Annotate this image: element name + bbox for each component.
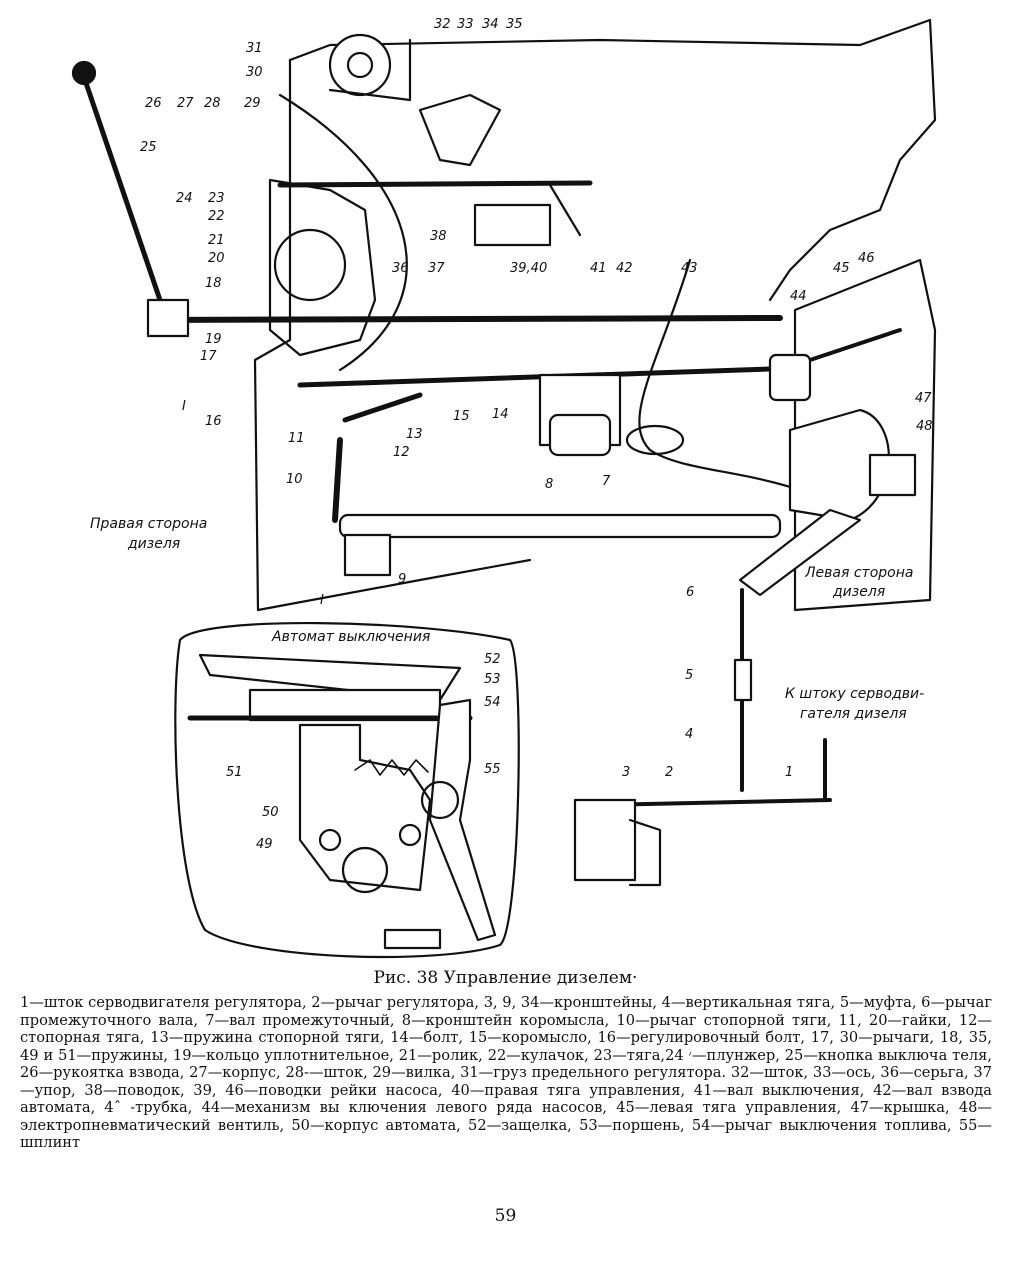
callout-11: 11 bbox=[288, 431, 305, 446]
servo-label-line2: гателя дизеля bbox=[800, 706, 907, 722]
right-side-label-line2: дизеля bbox=[127, 536, 180, 552]
engine-casing-right bbox=[253, 58, 292, 612]
figure-legend: 1—шток серводвигателя регулятора, 2—рыча… bbox=[20, 994, 992, 1151]
overspeed-weight bbox=[328, 33, 392, 97]
callout-35: 35 bbox=[506, 17, 523, 32]
callout-3: 3 bbox=[622, 765, 630, 780]
callout-30: 30 bbox=[246, 65, 263, 80]
callout-50: 50 bbox=[262, 805, 279, 820]
inset-outline bbox=[174, 621, 520, 959]
callout-17: 17 bbox=[200, 349, 217, 364]
callout-2: 2 bbox=[665, 765, 673, 780]
reset-shaft bbox=[147, 315, 783, 323]
callout-4: 4 bbox=[685, 727, 693, 742]
callout-39-40: 39,40 bbox=[510, 261, 547, 276]
callout-8: 8 bbox=[545, 477, 553, 492]
callout-46: 46 bbox=[858, 251, 875, 266]
inset-title: Автомат выключения bbox=[271, 629, 430, 645]
bracket-34 bbox=[418, 93, 502, 167]
callout-36: 36 bbox=[392, 261, 409, 276]
left-side-label-line2: дизеля bbox=[832, 584, 885, 600]
callout-32: 32 bbox=[434, 17, 451, 32]
callout-7: 7 bbox=[602, 474, 611, 489]
callout-41: 41 bbox=[590, 261, 607, 276]
spring-49 bbox=[354, 759, 429, 776]
callout-19: 19 bbox=[205, 332, 222, 347]
callout-12: 12 bbox=[393, 445, 410, 460]
callout-47: 47 bbox=[915, 391, 932, 406]
stop-rod bbox=[342, 392, 423, 423]
intermediate-lever bbox=[738, 508, 862, 597]
callout-31: 31 bbox=[246, 41, 263, 56]
callout-33: 33 bbox=[457, 17, 474, 32]
callout-48: 48 bbox=[916, 419, 933, 434]
mechanism-housing bbox=[268, 178, 377, 357]
callout-42: 42 bbox=[616, 261, 633, 276]
regulator-lever bbox=[598, 798, 832, 807]
callout-27: 27 bbox=[177, 96, 194, 111]
callout-38: 38 bbox=[430, 229, 447, 244]
callout-22: 22 bbox=[208, 209, 225, 224]
callout-23: 23 bbox=[208, 191, 225, 206]
right-side-label-line1: Правая сторона bbox=[90, 516, 207, 532]
diesel-control-diagram: 1 2 3 4 5 6 7 8 9 10 11 12 13 14 15 16 1… bbox=[71, 17, 937, 959]
callout-43: 43 bbox=[681, 261, 698, 276]
callout-section-I-lower: I bbox=[320, 593, 324, 608]
callout-54: 54 bbox=[484, 695, 501, 710]
callout-24: 24 bbox=[176, 191, 193, 206]
callout-20: 20 bbox=[208, 251, 225, 266]
shutdown-shaft bbox=[277, 180, 593, 188]
callout-section-I-upper: I bbox=[182, 399, 186, 414]
callout-29: 29 bbox=[244, 96, 261, 111]
callout-labels: 1 2 3 4 5 6 7 8 9 10 11 12 13 14 15 16 1… bbox=[140, 17, 933, 852]
side-labels: Правая сторона дизеля Левая сторона дизе… bbox=[90, 516, 924, 722]
callout-10: 10 bbox=[286, 472, 303, 487]
callout-18: 18 bbox=[205, 276, 222, 291]
callout-34: 34 bbox=[482, 17, 499, 32]
figure-caption-title: Рис. 38 Управление дизелем· bbox=[373, 968, 638, 988]
reset-handle bbox=[82, 77, 163, 303]
callout-52: 52 bbox=[484, 652, 501, 667]
callout-14: 14 bbox=[492, 407, 509, 422]
intermediate-shaft bbox=[338, 513, 782, 539]
callout-1: 1 bbox=[785, 765, 793, 780]
callout-51: 51 bbox=[226, 765, 243, 780]
callout-9: 9 bbox=[398, 572, 406, 587]
callout-53: 53 bbox=[484, 672, 501, 687]
engine-casing-left-edge bbox=[768, 18, 937, 302]
callout-13: 13 bbox=[406, 427, 423, 442]
callout-5: 5 bbox=[685, 668, 693, 683]
stop-rod-lever bbox=[332, 437, 343, 523]
engine-casing-top bbox=[288, 18, 932, 62]
callout-26: 26 bbox=[145, 96, 162, 111]
callout-21: 21 bbox=[208, 233, 225, 248]
callout-49: 49 bbox=[256, 837, 273, 852]
callout-45: 45 bbox=[833, 261, 850, 276]
callout-15: 15 bbox=[453, 409, 470, 424]
fuel-cutoff-lever bbox=[428, 698, 497, 942]
callout-37: 37 bbox=[428, 261, 445, 276]
callout-28: 28 bbox=[204, 96, 221, 111]
callout-6: 6 bbox=[686, 585, 694, 600]
callout-16: 16 bbox=[205, 414, 222, 429]
servo-label-line1: К штоку серводви- bbox=[785, 686, 924, 702]
tube-43 bbox=[638, 258, 802, 492]
left-side-label-line1: Левая сторона bbox=[804, 565, 913, 581]
automat-body bbox=[298, 723, 432, 892]
callout-44: 44 bbox=[790, 289, 807, 304]
bracket-3 bbox=[573, 798, 637, 882]
callout-55: 55 bbox=[484, 762, 501, 777]
callout-25: 25 bbox=[140, 140, 157, 155]
page-number: 59 bbox=[494, 1206, 517, 1226]
